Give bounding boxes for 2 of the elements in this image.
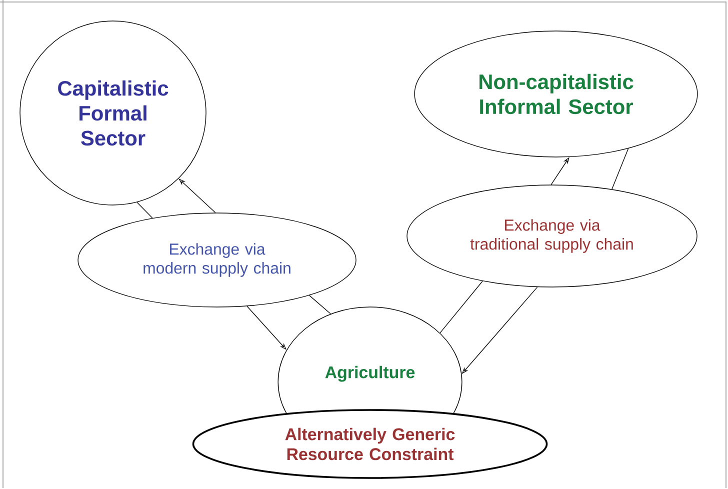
arrow: [246, 306, 286, 350]
node-label: Alternatively Generic Resource Constraint: [285, 428, 455, 460]
